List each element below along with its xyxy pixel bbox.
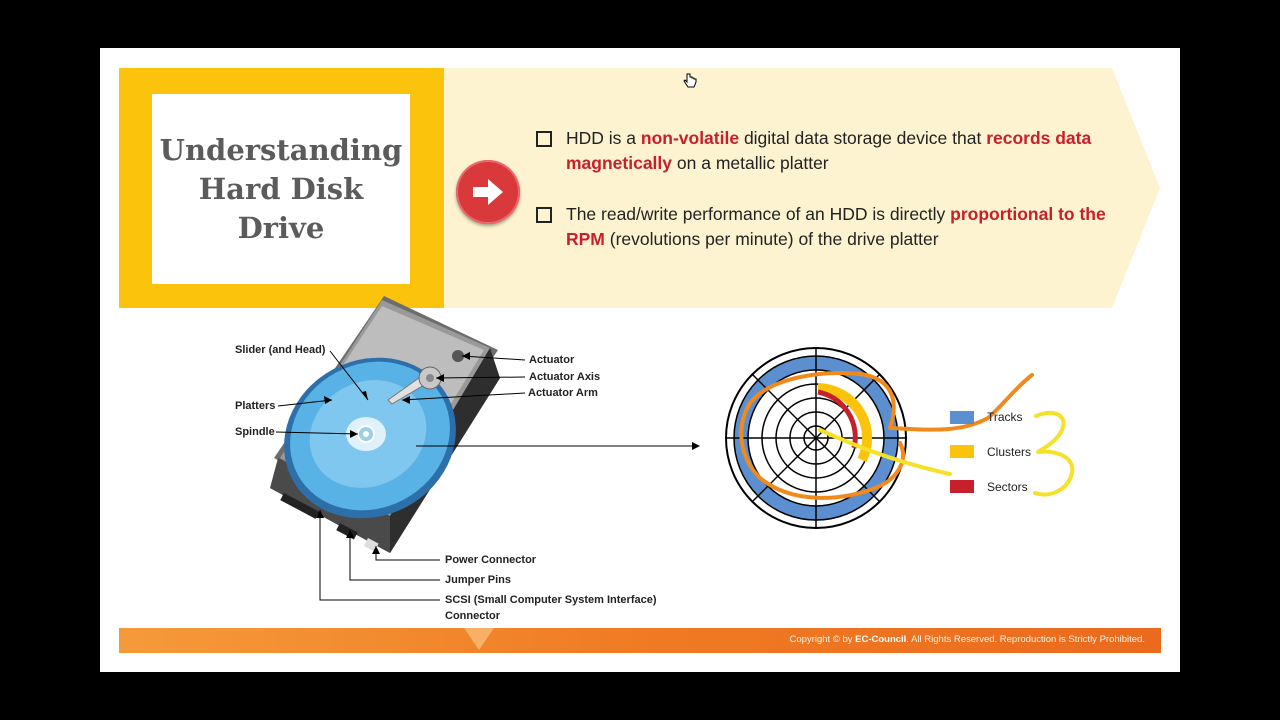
title-line-3: Drive	[237, 210, 325, 245]
label-platters: Platters	[235, 400, 276, 412]
label-spindle: Spindle	[235, 426, 275, 438]
bullet-text-1: HDD is a non-volatile digital data stora…	[566, 128, 1092, 173]
legend-swatch-sectors	[950, 480, 974, 493]
title-line-1: Understanding	[159, 132, 403, 167]
label-scsi: SCSI (Small Computer System Interface)	[445, 594, 657, 606]
slide-title: Understanding Hard Disk Drive	[160, 131, 403, 248]
label-actuator-arm: Actuator Arm	[528, 387, 598, 399]
label-actuator-axis: Actuator Axis	[529, 371, 601, 383]
hdd-diagram	[270, 296, 1075, 601]
footer-notch	[464, 628, 494, 650]
title-box: Understanding Hard Disk Drive	[152, 94, 410, 284]
hard-drive-illustration	[270, 296, 500, 553]
right-arrow-icon	[473, 179, 503, 205]
bullet-list: HDD is a non-volatile digital data stora…	[534, 126, 1119, 278]
platter-diagram	[725, 347, 907, 529]
slide: Understanding Hard Disk Drive HDD is a n…	[100, 48, 1180, 672]
hand-cursor-icon	[683, 73, 697, 88]
label-slider: Slider (and Head)	[235, 344, 326, 356]
label-actuator: Actuator	[529, 354, 575, 366]
bullet-item-1: HDD is a non-volatile digital data stora…	[534, 126, 1119, 176]
checkbox-bullet-icon	[536, 131, 552, 147]
arrowheads	[316, 352, 700, 554]
pen-annotations	[739, 371, 1075, 500]
legend-label-sectors: Sectors	[987, 480, 1028, 494]
bullet-text-2: The read/write performance of an HDD is …	[566, 204, 1106, 249]
next-arrow-button[interactable]	[456, 160, 520, 224]
legend-swatch-tracks	[950, 411, 974, 424]
footer-bar: Copyright © by EC-Council. All Rights Re…	[119, 628, 1161, 653]
bullet-item-2: The read/write performance of an HDD is …	[534, 202, 1119, 252]
label-power-connector: Power Connector	[445, 554, 537, 566]
label-scsi-connector: Connector	[445, 610, 500, 622]
checkbox-bullet-icon	[536, 207, 552, 223]
brand-name: EC-Council	[855, 634, 907, 645]
legend-label-tracks: Tracks	[987, 410, 1023, 424]
label-jumper-pins: Jumper Pins	[445, 574, 512, 586]
title-line-2: Hard Disk	[198, 171, 364, 206]
copyright-text: Copyright © by EC-Council. All Rights Re…	[789, 634, 1145, 645]
legend-label-clusters: Clusters	[987, 445, 1032, 459]
content-chevron	[444, 68, 1160, 308]
title-panel: Understanding Hard Disk Drive	[119, 68, 444, 308]
legend-swatch-clusters	[950, 445, 974, 458]
